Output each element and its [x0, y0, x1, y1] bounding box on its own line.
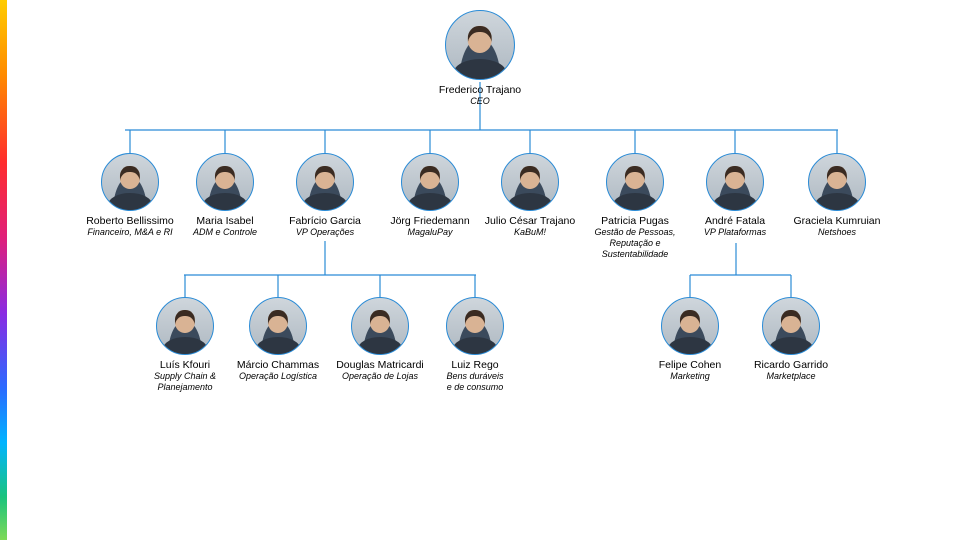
- person-name: Maria Isabel: [196, 215, 254, 227]
- avatar-body: [453, 58, 507, 79]
- person-name: Fabrício Garcia: [289, 215, 361, 227]
- avatar-maria: [196, 153, 254, 211]
- person-role: Supply Chain & Planejamento: [153, 371, 217, 392]
- person-role: Marketing: [670, 371, 710, 381]
- avatar-body: [668, 337, 712, 354]
- person-name: Frederico Trajano: [438, 84, 522, 96]
- avatar-head: [419, 166, 441, 189]
- person-name: André Fatala: [704, 215, 766, 227]
- avatar-body: [203, 193, 247, 210]
- avatar-marcio: [249, 297, 307, 355]
- avatar-body: [453, 337, 497, 354]
- avatar-head: [679, 310, 701, 333]
- avatar-julio: [501, 153, 559, 211]
- avatar-head: [314, 166, 336, 189]
- person-name: Douglas Matricardi: [336, 359, 424, 371]
- avatar-body: [163, 337, 207, 354]
- avatar-body: [815, 193, 859, 210]
- avatar-body: [713, 193, 757, 210]
- avatar-graciela: [808, 153, 866, 211]
- person-role: ADM e Controle: [192, 227, 258, 237]
- avatar-head: [826, 166, 848, 189]
- person-name: Márcio Chammas: [236, 359, 320, 371]
- avatar-head: [369, 310, 391, 333]
- person-name: Ricardo Garrido: [753, 359, 829, 371]
- avatar-body: [613, 193, 657, 210]
- avatar-douglas: [351, 297, 409, 355]
- avatar-ricardo: [762, 297, 820, 355]
- person-role: Operação de Lojas: [341, 371, 419, 381]
- person-role: MagaluPay: [407, 227, 453, 237]
- avatar-head: [464, 310, 486, 333]
- person-name: Luís Kfouri: [159, 359, 211, 371]
- avatar-head: [119, 166, 141, 189]
- person-role: Netshoes: [817, 227, 857, 237]
- avatar-head: [724, 166, 746, 189]
- avatar-body: [108, 193, 152, 210]
- avatar-head: [624, 166, 646, 189]
- avatar-head: [267, 310, 289, 333]
- person-role: Operação Logística: [238, 371, 318, 381]
- avatar-patricia: [606, 153, 664, 211]
- avatar-body: [358, 337, 402, 354]
- person-role: Financeiro, M&A e RI: [87, 227, 173, 237]
- avatar-body: [769, 337, 813, 354]
- avatar-roberto: [101, 153, 159, 211]
- person-role: VP Operações: [295, 227, 355, 237]
- person-name: Patricia Pugas: [601, 215, 669, 227]
- avatar-head: [174, 310, 196, 333]
- person-role: VP Plataformas: [703, 227, 767, 237]
- person-role: Marketplace: [766, 371, 816, 381]
- avatar-fabricio: [296, 153, 354, 211]
- avatar-head: [780, 310, 802, 333]
- avatar-body: [408, 193, 452, 210]
- avatar-jorg: [401, 153, 459, 211]
- avatar-felipe: [661, 297, 719, 355]
- avatar-head: [214, 166, 236, 189]
- person-role: CEO: [470, 96, 490, 106]
- person-role: Bens duráveis e de consumo: [446, 371, 504, 392]
- avatar-andre: [706, 153, 764, 211]
- person-name: Roberto Bellissimo: [86, 215, 174, 227]
- avatar-luis: [156, 297, 214, 355]
- avatar-head: [519, 166, 541, 189]
- avatar-body: [303, 193, 347, 210]
- rainbow-accent-bar: [0, 0, 7, 540]
- person-role: Gestão de Pessoas, Reputação e Sustentab…: [594, 227, 676, 259]
- person-role: KaBuM!: [513, 227, 546, 237]
- avatar-luiz: [446, 297, 504, 355]
- person-name: Felipe Cohen: [658, 359, 722, 371]
- person-name: Julio César Trajano: [484, 215, 576, 227]
- avatar-frederico: [445, 10, 515, 80]
- avatar-head: [467, 25, 493, 54]
- person-name: Graciela Kumruian: [793, 215, 881, 227]
- avatar-body: [508, 193, 552, 210]
- avatar-body: [256, 337, 300, 354]
- person-name: Luiz Rego: [451, 359, 499, 371]
- person-name: Jörg Friedemann: [390, 215, 470, 227]
